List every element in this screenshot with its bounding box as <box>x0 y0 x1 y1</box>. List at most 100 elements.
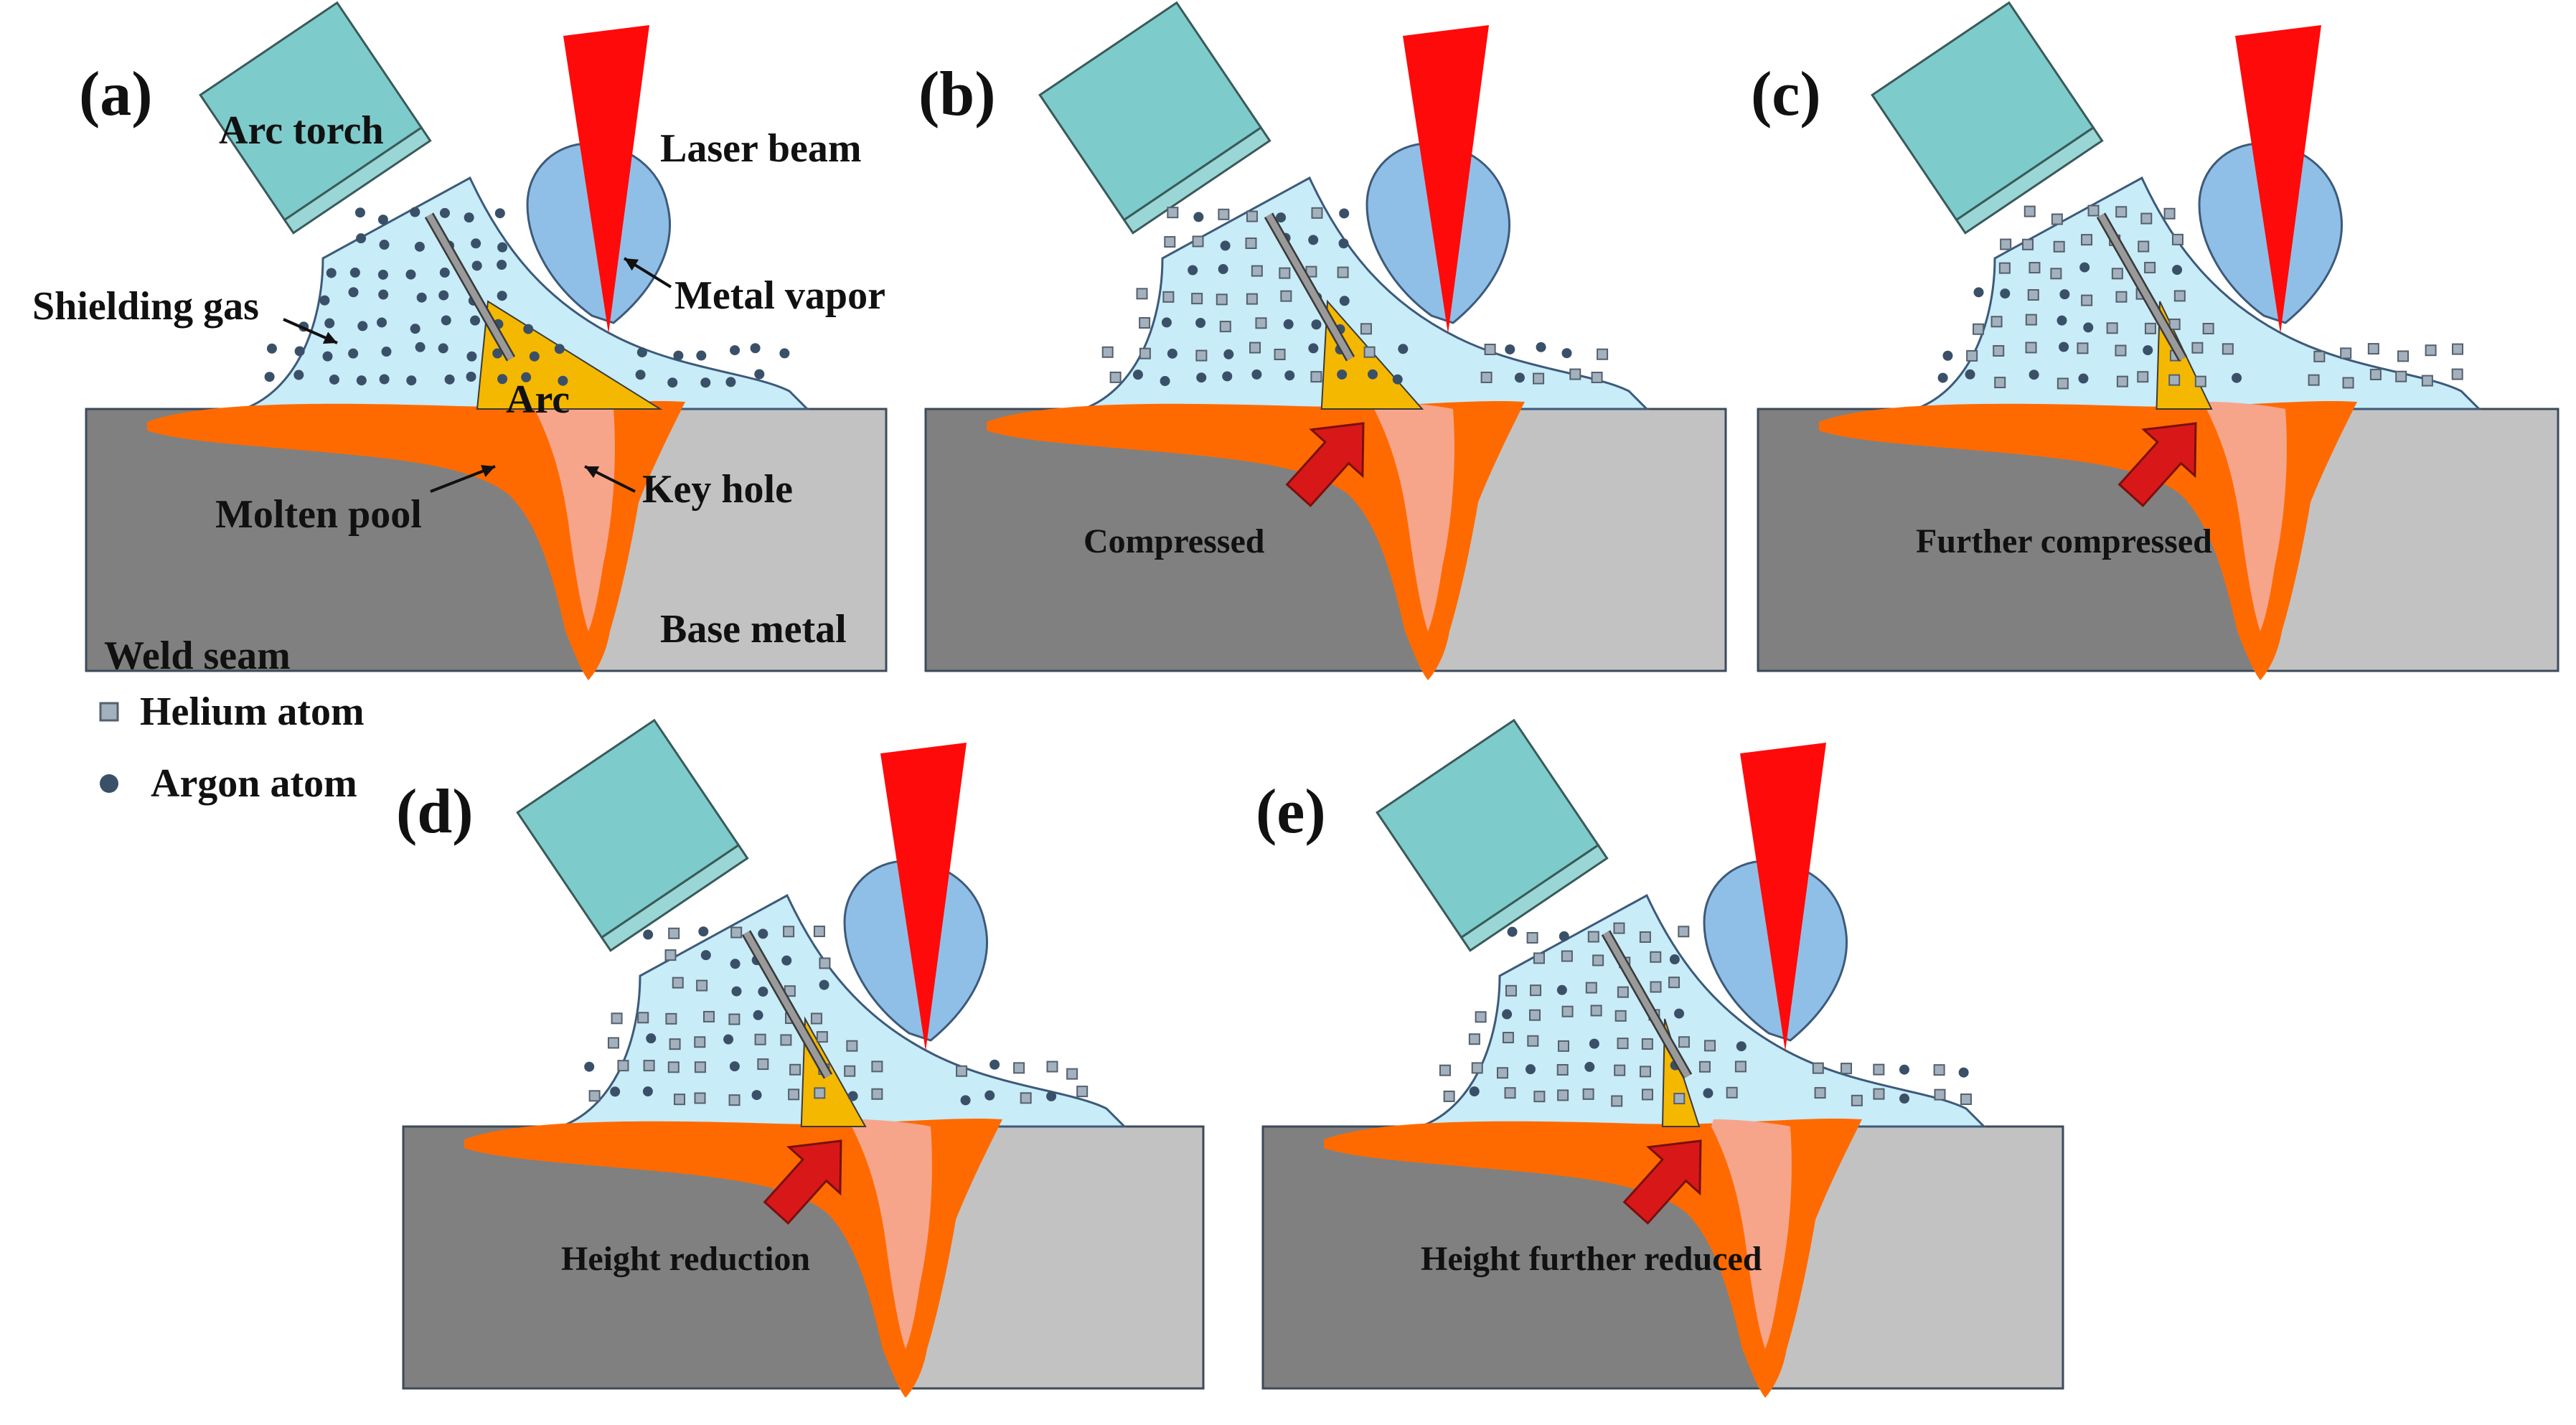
helium-atom <box>1109 371 1122 383</box>
helium-atom <box>1337 266 1349 278</box>
helium-atom <box>2144 322 2156 334</box>
argon-atom <box>1703 1088 1714 1099</box>
helium-atom <box>1246 210 1258 222</box>
helium-atom <box>2173 290 2186 302</box>
argon-atom <box>819 979 829 990</box>
argon-atom <box>357 321 368 331</box>
argon-atom <box>377 215 388 225</box>
argon-atom <box>466 371 476 382</box>
helium-atom <box>2081 234 2093 246</box>
argon-atom <box>1308 235 1319 245</box>
helium-atom <box>1587 931 1599 943</box>
argon-atom <box>471 238 481 249</box>
argon-atom <box>1337 369 1348 380</box>
argon-atom <box>406 375 417 386</box>
argon-atom <box>1251 369 1262 380</box>
argon-atom <box>1973 287 1984 298</box>
argon-atom <box>1193 212 1204 222</box>
helium-atom <box>1360 323 1372 335</box>
helium-atom <box>1191 293 1203 305</box>
helium-atom <box>780 1034 792 1046</box>
helium-atom <box>2397 350 2410 362</box>
argon-atom <box>1161 317 1172 328</box>
helium-atom <box>1274 348 1286 360</box>
helium-atom <box>1933 1064 1945 1076</box>
argon-atom <box>1469 1086 1480 1097</box>
helium-atom <box>2056 377 2069 390</box>
helium-atom <box>1533 372 1545 385</box>
argon-atom <box>643 929 654 940</box>
helium-atom <box>788 1088 800 1101</box>
argon-atom <box>1160 376 1170 387</box>
helium-atom <box>2115 344 2127 357</box>
argon-atom <box>1367 369 1378 380</box>
helium-atom <box>1468 1033 1480 1045</box>
argon-atom <box>984 1090 995 1101</box>
helium-atom <box>2050 268 2062 280</box>
argon-atom <box>698 926 709 937</box>
argon-atom <box>1398 344 1409 354</box>
argon-atom <box>1502 1009 1513 1020</box>
helium-atom <box>2171 233 2184 245</box>
helium-atom <box>2106 322 2118 334</box>
helium-atom <box>1557 1089 1569 1101</box>
argon-atom <box>1339 296 1350 306</box>
argon-atom <box>1536 342 1546 352</box>
helium-atom <box>810 1012 822 1025</box>
argon-atom <box>329 374 339 385</box>
label-metal-vapor: Metal vapor <box>674 273 885 318</box>
helium-atom <box>588 1090 601 1102</box>
argon-atom <box>2059 289 2070 300</box>
helium-atom <box>1439 1064 1451 1076</box>
helium-atom <box>1617 1038 1629 1050</box>
argon-atom <box>635 370 646 380</box>
helium-atom <box>1557 1040 1569 1052</box>
helium-atom <box>673 1094 685 1106</box>
dark-dot-icon <box>100 774 118 793</box>
argon-atom <box>410 324 420 334</box>
helium-atom <box>1139 347 1151 359</box>
helium-atom <box>1139 316 1151 329</box>
helium-atom <box>668 927 680 939</box>
helium-atom <box>1556 1063 1569 1076</box>
helium-atom <box>1310 371 1322 383</box>
helium-atom <box>1496 1067 1508 1079</box>
helium-atom <box>1363 346 1376 358</box>
argon-atom <box>523 324 534 334</box>
helium-atom <box>1650 981 1662 993</box>
red-arrow-icon <box>2117 422 2197 507</box>
argon-atom <box>415 342 426 352</box>
helium-atom <box>1841 1063 1853 1075</box>
panel-caption: Compressed <box>1083 522 1265 560</box>
helium-atom <box>694 1036 706 1048</box>
argon-atom <box>2078 373 2089 384</box>
argon-atom <box>466 351 477 362</box>
argon-atom <box>266 343 277 354</box>
label-base-metal: Base metal <box>660 607 847 652</box>
helium-atom <box>2111 268 2123 280</box>
helium-atom <box>819 957 831 969</box>
helium-atom <box>1504 1087 1516 1099</box>
argon-atom <box>729 1061 740 1072</box>
argon-atom <box>1514 372 1525 383</box>
argon-atom <box>439 267 450 278</box>
argon-atom <box>730 959 741 969</box>
argon-atom <box>989 1059 1000 1070</box>
helium-atom <box>664 949 677 961</box>
argon-atom <box>322 351 333 362</box>
helium-atom <box>1617 986 1629 998</box>
argon-atom <box>381 347 392 357</box>
panel-letter: (b) <box>918 60 996 129</box>
helium-atom <box>696 979 708 992</box>
argon-atom <box>416 292 427 303</box>
panel-letter: (a) <box>79 60 153 129</box>
helium-atom <box>1585 982 1597 994</box>
argon-atom <box>1195 317 1206 328</box>
helium-atom <box>611 1012 623 1025</box>
helium-atom <box>2137 371 2149 383</box>
argon-atom <box>444 374 455 385</box>
helium-atom <box>1066 1068 1078 1080</box>
